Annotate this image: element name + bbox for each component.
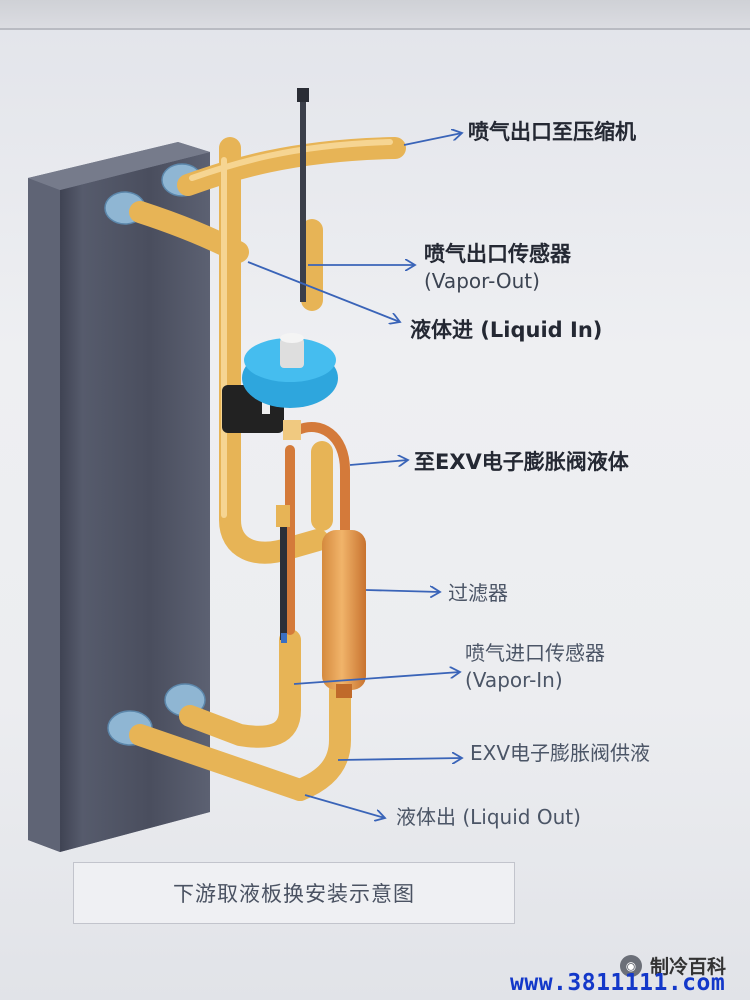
caption-text: 下游取液板换安装示意图 (173, 882, 415, 906)
plate-heat-exchanger (28, 142, 210, 852)
label-liquid-out: 液体出 (Liquid Out) (396, 805, 581, 829)
pipe-highlights (189, 139, 393, 518)
label-vapor-inlet-sensor: 喷气进口传感器 (Vapor-In) (465, 642, 605, 692)
caption-box: 下游取液板换安装示意图 (73, 862, 515, 924)
label-vapor-inlet-sensor-cn: 喷气进口传感器 (465, 641, 605, 665)
watermark-brand-text: 制冷百科 (650, 956, 727, 978)
label-to-exv-liquid: 至EXV电子膨胀阀液体 (414, 450, 629, 474)
watermark-brand: ◉ 制冷百科 (620, 952, 726, 979)
top-toolbar-strip (0, 0, 750, 30)
label-liquid-in: 液体进 (Liquid In) (410, 318, 603, 342)
exv-valve (222, 333, 338, 440)
annotation-arrows (247, 133, 462, 818)
vapor-out-sensor (297, 88, 309, 302)
wechat-icon: ◉ (620, 954, 642, 977)
copper-lines (285, 421, 350, 635)
label-exv-supply: EXV电子膨胀阀供液 (470, 741, 651, 765)
label-vapor-outlet-sensor-cn: 喷气出口传感器 (424, 242, 571, 266)
label-filter: 过滤器 (448, 581, 508, 605)
label-vapor-outlet-to-compressor: 喷气出口至压缩机 (468, 120, 636, 144)
label-vapor-outlet-sensor: 喷气出口传感器 (Vapor-Out) (424, 242, 571, 293)
label-vapor-outlet-sensor-en: (Vapor-Out) (424, 269, 540, 294)
filter-drier (322, 530, 366, 698)
vapor-in-sensor (276, 505, 290, 643)
label-vapor-inlet-sensor-en: (Vapor-In) (465, 668, 563, 692)
watermark-url: www.3811111.com (510, 970, 726, 996)
